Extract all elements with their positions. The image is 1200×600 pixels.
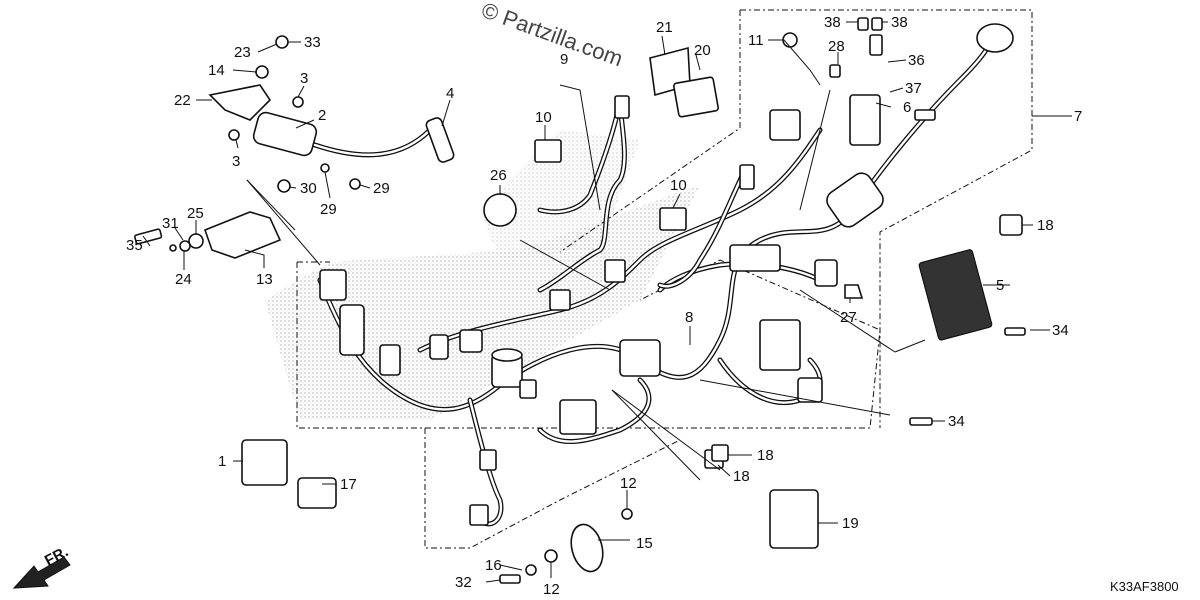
callout-37: 37	[905, 80, 922, 97]
callout-34-lower: 34	[948, 413, 965, 430]
callout-24: 24	[175, 271, 192, 288]
callout-32: 32	[455, 574, 472, 591]
left-unit-group	[134, 211, 282, 259]
callout-6: 6	[903, 99, 911, 116]
callout-17: 17	[340, 476, 357, 493]
callout-30: 30	[300, 180, 317, 197]
callout-labels: 1 2 3 3 4 5 6 7 8 9 10 10 11 12 12 13 14…	[126, 14, 1082, 598]
callout-15: 15	[636, 535, 653, 552]
callout-20: 20	[694, 42, 711, 59]
callout-3-lower: 3	[232, 153, 240, 170]
callout-13: 13	[256, 271, 273, 288]
callout-18-mid: 18	[757, 447, 774, 464]
callout-10-upper: 10	[535, 109, 552, 126]
callout-35: 35	[126, 237, 143, 254]
callout-21: 21	[656, 19, 673, 36]
watermark-text: © Partzilla.com	[478, 0, 626, 71]
callout-22: 22	[174, 92, 191, 109]
callout-4: 4	[446, 85, 454, 102]
diagram-code: K33AF3800	[1110, 579, 1179, 594]
callout-1: 1	[218, 453, 226, 470]
callout-25: 25	[187, 205, 204, 222]
callout-19: 19	[842, 515, 859, 532]
callout-5: 5	[996, 277, 1004, 294]
callout-14: 14	[208, 62, 225, 79]
ignition-coil-group	[208, 35, 455, 193]
regulator-unit	[844, 214, 1026, 426]
front-direction-arrow-icon	[12, 556, 71, 589]
callout-3-upper: 3	[300, 70, 308, 87]
callout-31: 31	[162, 215, 179, 232]
callout-23: 23	[234, 44, 251, 61]
callout-27: 27	[840, 309, 857, 326]
sub-harnesses	[534, 95, 755, 289]
loose-parts	[241, 17, 883, 584]
callout-8: 8	[685, 309, 693, 326]
callout-11: 11	[748, 32, 764, 49]
callout-12-lower: 12	[543, 581, 560, 598]
harness-components	[319, 23, 1014, 526]
callout-38-right: 38	[891, 14, 908, 31]
callout-16: 16	[485, 557, 502, 574]
callout-18-lower: 18	[733, 468, 750, 485]
callout-7: 7	[1074, 108, 1082, 125]
callout-12-upper: 12	[620, 475, 637, 492]
callout-29-right: 29	[373, 180, 390, 197]
callout-10-lower: 10	[670, 177, 687, 194]
leader-lines	[142, 21, 1072, 583]
callout-2: 2	[318, 107, 326, 124]
callout-28: 28	[828, 38, 845, 55]
callout-38-left: 38	[824, 14, 841, 31]
callout-9: 9	[560, 51, 568, 68]
callout-29-lower: 29	[320, 201, 337, 218]
callout-26: 26	[490, 167, 507, 184]
callout-18-right: 18	[1037, 217, 1054, 234]
callout-33: 33	[304, 34, 321, 51]
callout-34-upper: 34	[1052, 322, 1069, 339]
callout-36: 36	[908, 52, 925, 69]
